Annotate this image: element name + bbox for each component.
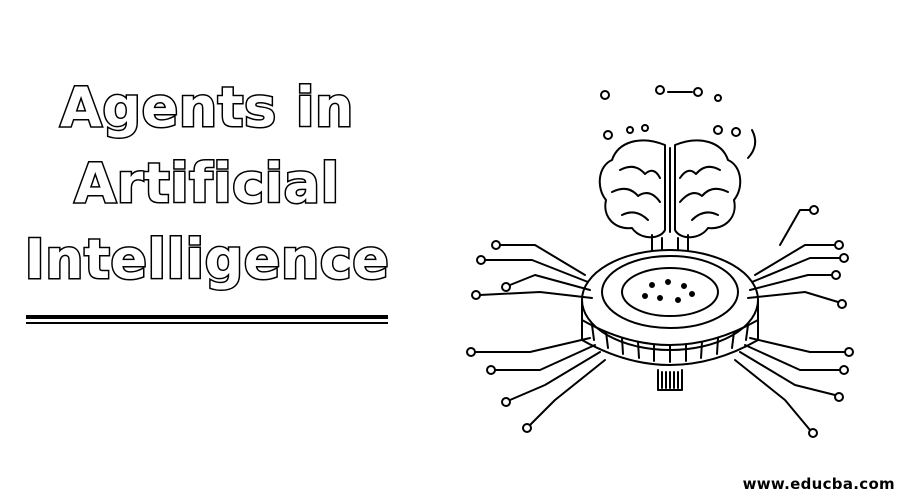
title-line-3: Intelligence [23, 227, 390, 293]
title-line-2: Artificial [73, 151, 341, 217]
ai-brain-chip-icon [440, 70, 880, 480]
title-underline-thick [26, 315, 388, 319]
title-underline-thin [26, 322, 388, 324]
watermark: www.educba.com [742, 475, 895, 493]
title-line-1: Agents in [59, 75, 355, 141]
page-title: Agents in Artificial Intelligence [22, 70, 392, 298]
